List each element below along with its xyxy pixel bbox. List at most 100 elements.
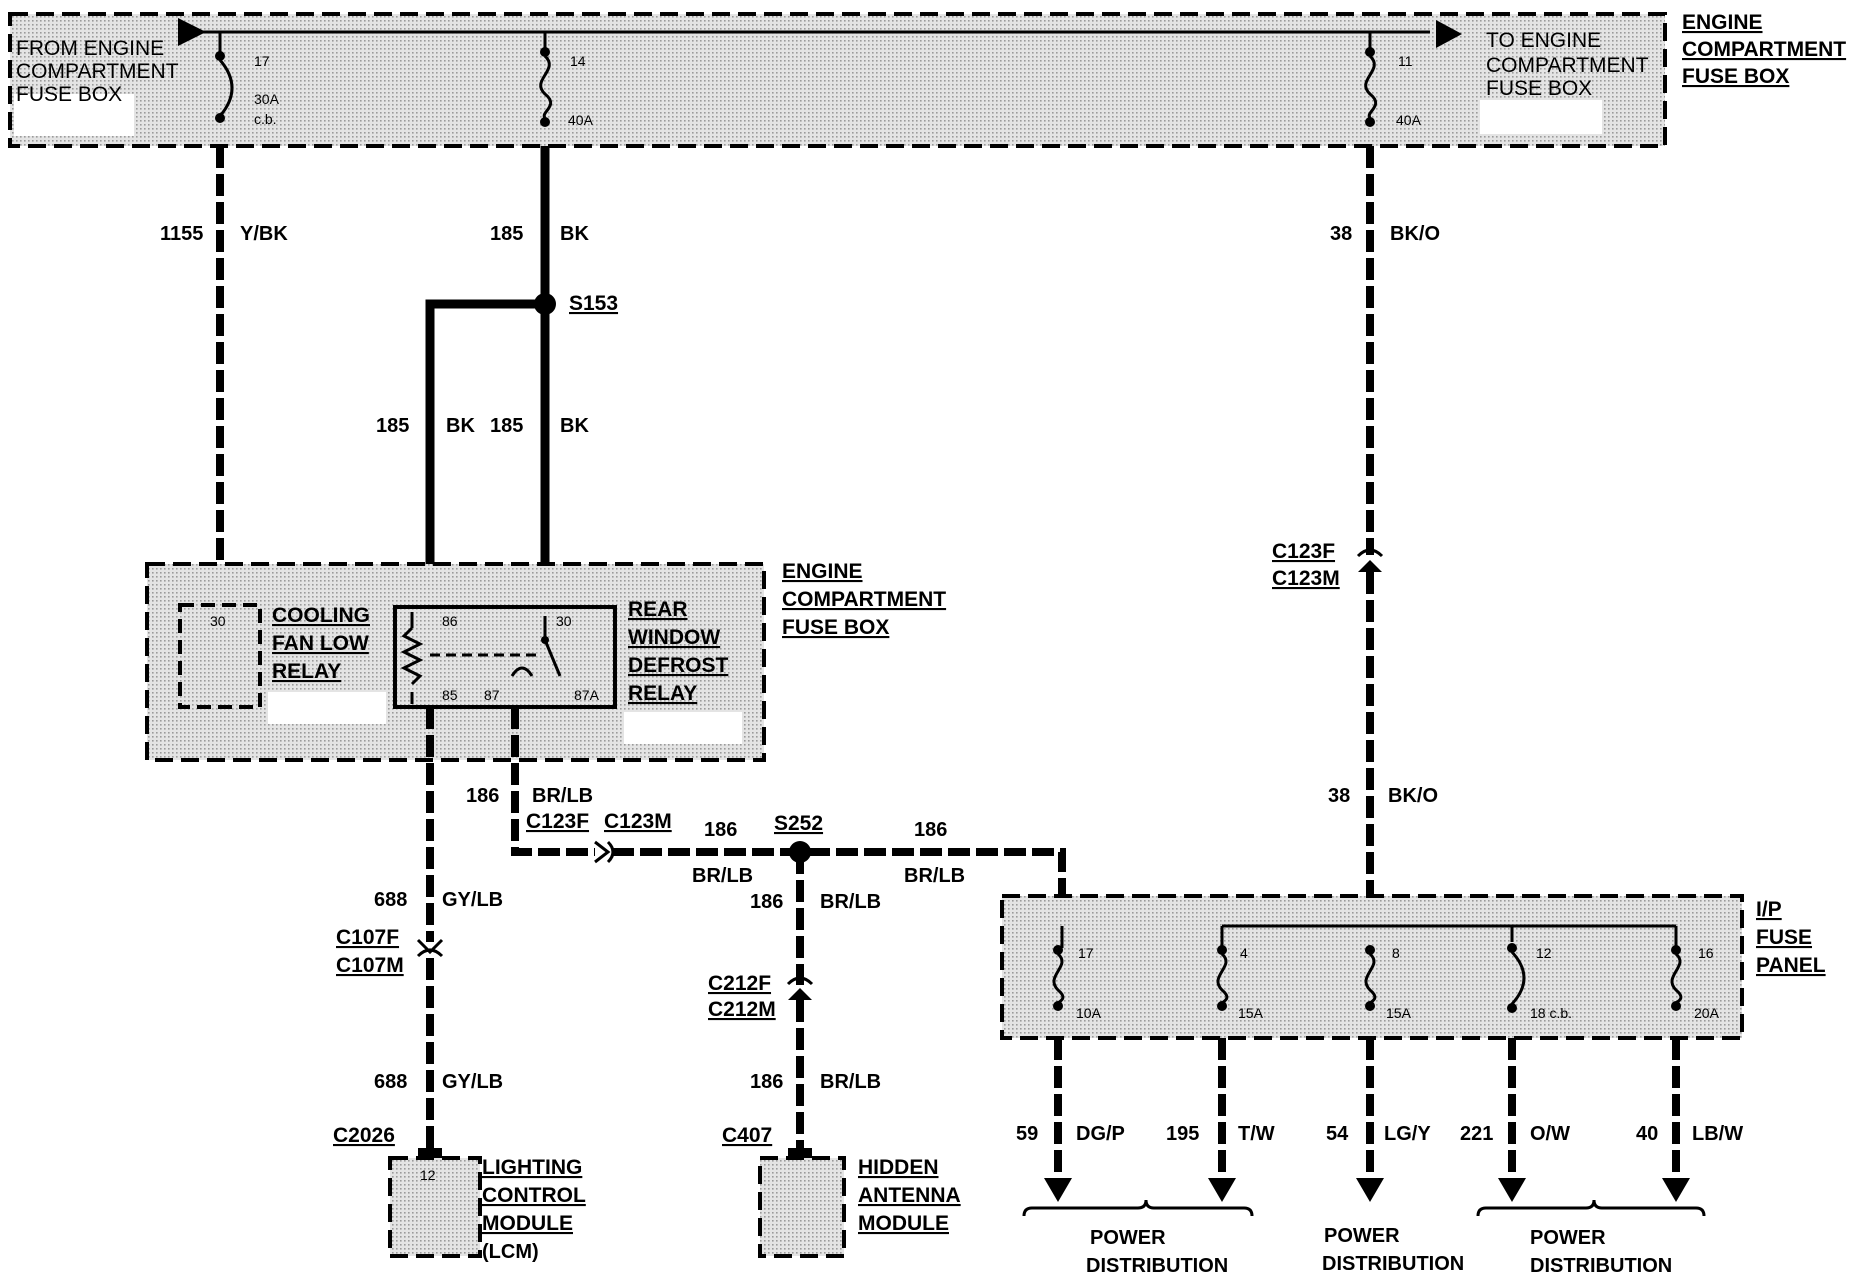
lighting-control-module: 12 LIGHTING CONTROL MODULE (LCM) — [388, 1148, 586, 1263]
connector-c123-top-m: C123M — [1272, 567, 1340, 590]
relay-fuse-box: ENGINE COMPARTMENT FUSE BOX 30 COOLING F… — [145, 560, 946, 762]
defrost-relay-label-3: DEFROST — [628, 654, 729, 677]
to-label-3: FUSE BOX — [1486, 77, 1592, 100]
splice-s252 — [789, 841, 811, 863]
wire-688b-circuit: 688 — [374, 1071, 407, 1093]
lcm-label-3: MODULE — [482, 1212, 573, 1235]
wire-38b-circuit: 38 — [1328, 785, 1350, 807]
wire-186c-color: BR/LB — [904, 865, 965, 887]
defrost-pin-87: 87 — [484, 687, 500, 703]
wire-1155-circuit: 1155 — [160, 223, 203, 245]
wire-185a-color: BK — [560, 223, 589, 245]
ip-panel-label-2: FUSE — [1756, 926, 1812, 949]
connector-c212-f: C212F — [708, 972, 771, 995]
fuse-11-rating: 40A — [1396, 112, 1422, 128]
out-40-circuit: 40 — [1636, 1123, 1658, 1145]
lcm-label-2: CONTROL — [482, 1184, 586, 1207]
fuse-17-cb: 17 30A c.b. — [215, 32, 280, 127]
defrost-pin-87a: 87A — [574, 687, 600, 703]
wire-186b-color: BR/LB — [692, 865, 753, 887]
defrost-relay-label-2: WINDOW — [628, 626, 720, 649]
top-box-label-2: COMPARTMENT — [1682, 38, 1846, 61]
wire-186c-circuit: 186 — [914, 819, 947, 841]
wire-38a-circuit: 38 — [1330, 223, 1352, 245]
ip-fuse-panel: I/P FUSE PANEL 17 10A 4 15A 8 15A — [1000, 894, 1826, 1040]
top-fuse-box: FROM ENGINE COMPARTMENT FUSE BOX TO ENGI… — [8, 11, 1846, 148]
defrost-pin-85: 85 — [442, 687, 458, 703]
lcm-label-4: (LCM) — [482, 1241, 539, 1263]
fuse-17-note: c.b. — [254, 111, 277, 127]
cooling-fan-low-relay: 30 COOLING FAN LOW RELAY — [178, 603, 386, 724]
cooling-relay-label-2: FAN LOW — [272, 632, 369, 655]
wire-186b-circuit: 186 — [704, 819, 737, 841]
fuse-11: 11 40A — [1364, 32, 1422, 128]
fuse-14-num: 14 — [570, 53, 586, 69]
ip-fuse-16-num: 16 — [1698, 945, 1714, 961]
wire-688a-circuit: 688 — [374, 889, 407, 911]
cooling-relay-pin: 30 — [210, 613, 226, 629]
lcm-pin: 12 — [420, 1167, 436, 1183]
ip-fuse-12-rating: 18 c.b. — [1530, 1005, 1572, 1021]
ip-fuse-17-num: 17 — [1078, 945, 1094, 961]
ip-fuse-4-num: 4 — [1240, 945, 1248, 961]
out-54-color: LG/Y — [1384, 1123, 1431, 1145]
splice-s153-label: S153 — [569, 292, 618, 315]
out-40-color: LB/W — [1692, 1123, 1743, 1145]
ip-panel-label-3: PANEL — [1756, 954, 1826, 977]
connector-c123-f: C123F — [526, 810, 589, 833]
top-box-label-3: FUSE BOX — [1682, 65, 1789, 88]
ip-fuse-17-rating: 10A — [1076, 1005, 1102, 1021]
splice-s252-label: S252 — [774, 812, 823, 835]
out-221-circuit: 221 — [1460, 1123, 1493, 1145]
connector-c123-top-f: C123F — [1272, 540, 1335, 563]
connector-c107-m: C107M — [336, 954, 404, 977]
wire-1155-color: Y/BK — [240, 223, 288, 245]
wire-185a-circuit: 185 — [490, 223, 523, 245]
power-dist-2-line1: POWER — [1324, 1225, 1400, 1247]
ham-label-2: ANTENNA — [858, 1184, 961, 1207]
fuse-14-rating: 40A — [568, 112, 594, 128]
cooling-relay-label-3: RELAY — [272, 660, 341, 683]
ip-fuse-16: 16 20A — [1670, 926, 1720, 1021]
connector-c407: C407 — [722, 1124, 772, 1147]
wire-186d-circuit: 186 — [750, 891, 783, 913]
power-dist-2-line2: DISTRIBUTION — [1322, 1253, 1464, 1275]
ip-fuse-16-rating: 20A — [1694, 1005, 1720, 1021]
cooling-relay-label-1: COOLING — [272, 604, 370, 627]
out-221-color: O/W — [1530, 1123, 1570, 1145]
relay-box-label-3: FUSE BOX — [782, 616, 889, 639]
wire-688a-color: GY/LB — [442, 889, 503, 911]
relay-box-label-2: COMPARTMENT — [782, 588, 946, 611]
from-label-2: COMPARTMENT — [16, 60, 179, 83]
wire-185c-color: BK — [560, 415, 589, 437]
fuse-14: 14 40A — [539, 32, 594, 128]
ip-fuse-12-num: 12 — [1536, 945, 1552, 961]
from-label-1: FROM ENGINE — [16, 37, 164, 60]
defrost-pin-86: 86 — [442, 613, 458, 629]
fuse-17-num: 17 — [254, 53, 270, 69]
out-59-circuit: 59 — [1016, 1123, 1038, 1145]
wire-688b-color: GY/LB — [442, 1071, 503, 1093]
defrost-relay-label-1: REAR — [628, 598, 688, 621]
ip-fuse-4: 4 15A — [1216, 926, 1264, 1021]
wire-186d-color: BR/LB — [820, 891, 881, 913]
out-59-color: DG/P — [1076, 1123, 1125, 1145]
wire-38a-color: BK/O — [1390, 223, 1440, 245]
ham-label-1: HIDDEN — [858, 1156, 939, 1179]
ham-label-3: MODULE — [858, 1212, 949, 1235]
connector-c123-m: C123M — [604, 810, 672, 833]
connector-c212-m: C212M — [708, 998, 776, 1021]
from-label-3: FUSE BOX — [16, 83, 122, 106]
wire-185b-color: BK — [446, 415, 475, 437]
out-195-circuit: 195 — [1166, 1123, 1199, 1145]
wire-186e-circuit: 186 — [750, 1071, 783, 1093]
relay-box-label-1: ENGINE — [782, 560, 863, 583]
out-54-circuit: 54 — [1326, 1123, 1349, 1145]
out-195-color: T/W — [1238, 1123, 1275, 1145]
rear-window-defrost-relay: 86 30 85 87 87A REAR WINDOW DEFROST RELA… — [393, 598, 742, 744]
wire-186-vert — [511, 707, 595, 856]
wire-186a-circuit: 186 — [466, 785, 499, 807]
wire-38b-color: BK/O — [1388, 785, 1438, 807]
output-wires: 59 DG/P 195 T/W 54 LG/Y 221 O/W 40 LB/W — [1016, 1038, 1743, 1217]
